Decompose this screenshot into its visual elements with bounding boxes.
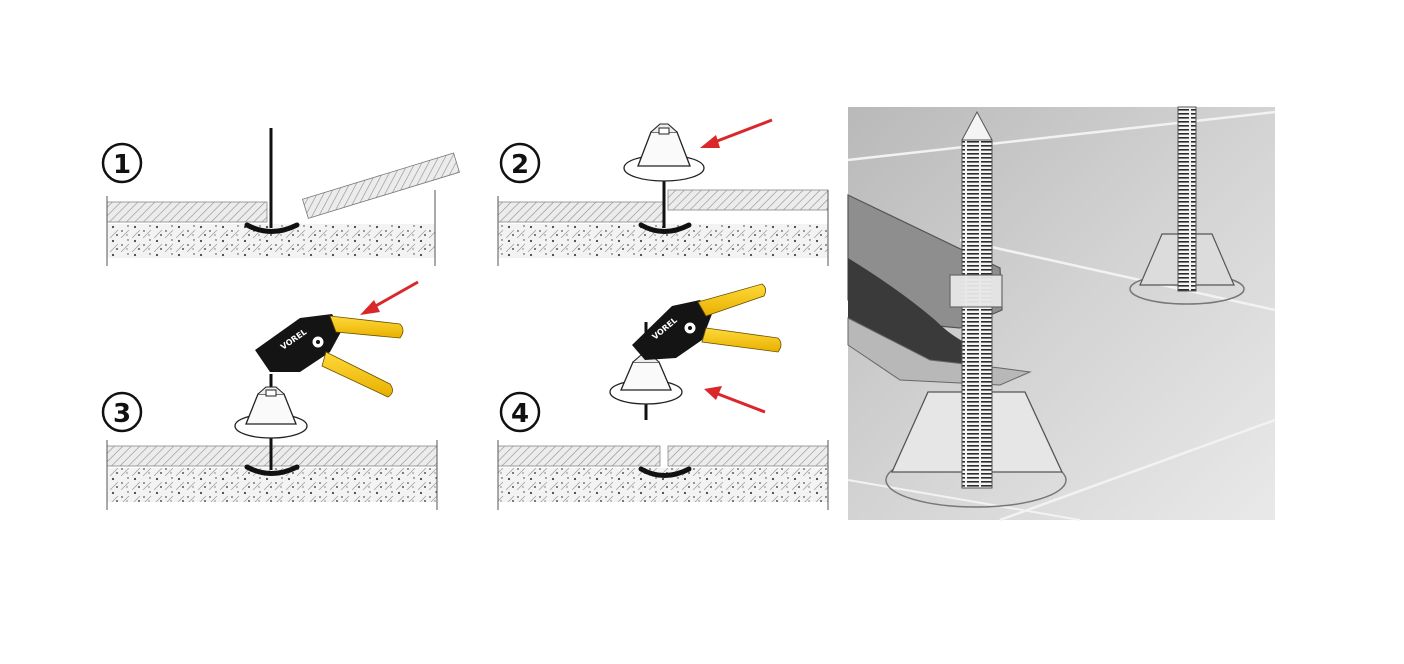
step-2-number: 2: [511, 150, 529, 180]
leveling-clip-icon: [885, 110, 1067, 508]
tile-left: [106, 201, 268, 223]
step-4-badge: [499, 391, 541, 433]
arrow-icon: [704, 386, 766, 414]
tool-closeup-illustration: [847, 106, 1276, 522]
pliers-icon: VOREL: [255, 314, 404, 398]
step-3-number: 3: [113, 399, 131, 429]
step-2-badge: [499, 142, 541, 184]
tile-right: [667, 445, 829, 467]
leveling-clip-icon: [1129, 106, 1245, 305]
leveling-clip-icon: [244, 128, 300, 234]
pliers-icon: VOREL: [632, 283, 782, 360]
tile-left: [497, 445, 661, 467]
step-3-panel: 3 VOREL: [101, 280, 438, 510]
step-3-badge: [101, 391, 143, 433]
tile-left: [497, 201, 664, 223]
leveling-cap-icon: [623, 123, 705, 182]
arrow-icon: [700, 118, 773, 148]
clip-base-remaining-icon: [638, 466, 692, 478]
step-1-panel: 1: [101, 128, 460, 266]
tile-being-placed: [301, 152, 460, 219]
step-2-panel: 2: [497, 118, 829, 266]
leveling-cap-icon: [609, 322, 683, 420]
arrow-icon: [360, 280, 419, 315]
step-1-badge: [101, 142, 143, 184]
step-4-panel: 4 VOREL: [497, 283, 829, 510]
step-1-number: 1: [113, 150, 131, 180]
leveling-cap-icon: [234, 386, 308, 439]
tile-right: [667, 189, 829, 211]
step-4-number: 4: [511, 399, 529, 429]
